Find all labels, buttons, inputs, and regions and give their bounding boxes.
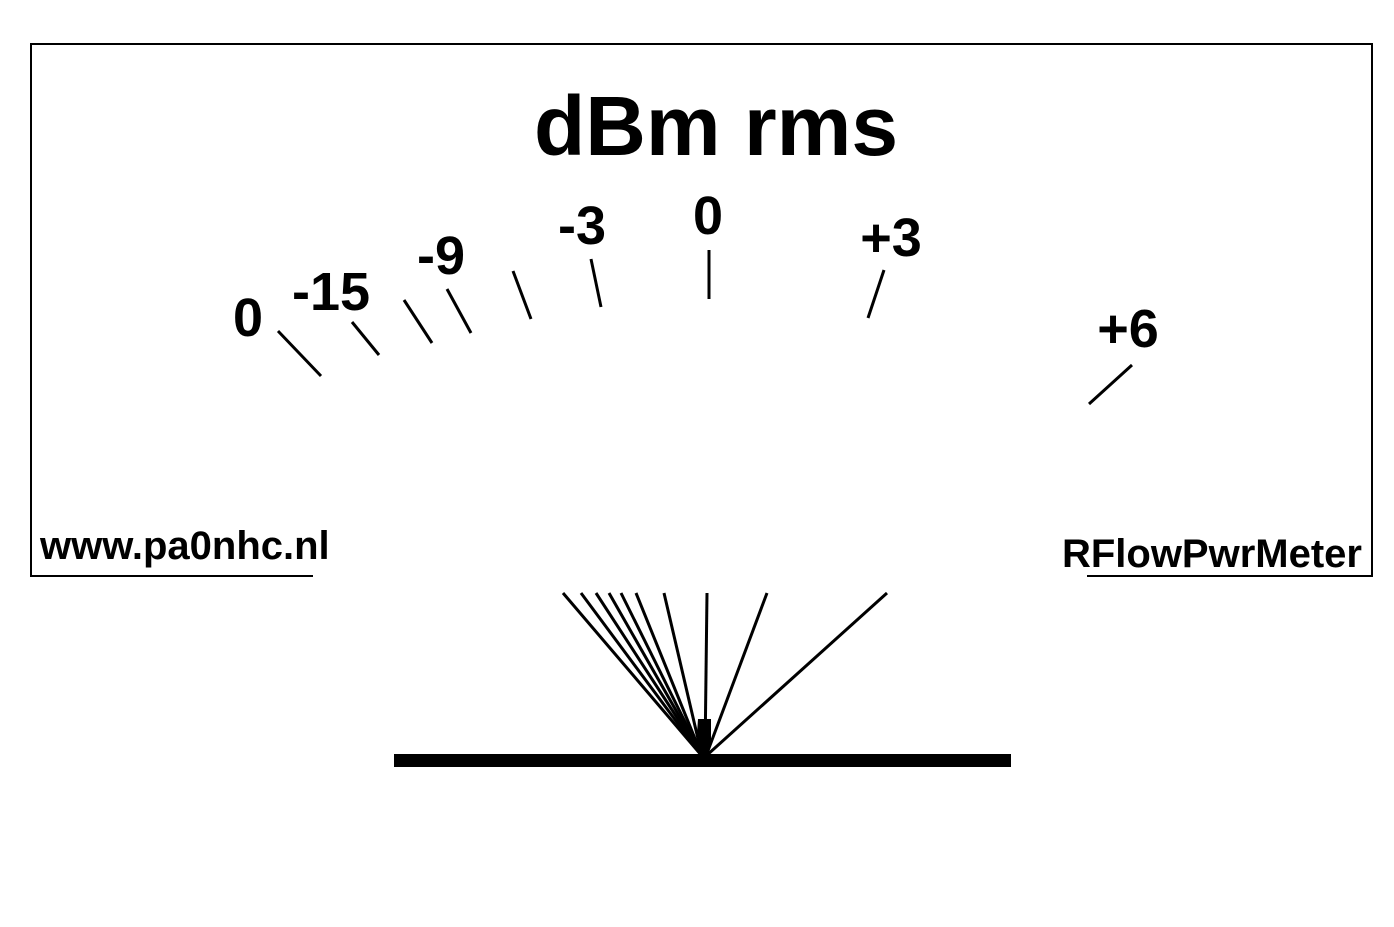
fan-line bbox=[704, 591, 889, 758]
tick-minus-12 bbox=[402, 299, 434, 344]
fan-line bbox=[662, 592, 704, 757]
fan-line bbox=[561, 592, 704, 757]
scale-labels: 0 -15 -9 -3 0 +3 +6 bbox=[233, 186, 1159, 359]
fan-line bbox=[607, 592, 704, 757]
scale-frame bbox=[30, 43, 1373, 577]
scale-label-minus-3: -3 bbox=[558, 196, 606, 256]
scale-label-plus-3: +3 bbox=[860, 208, 922, 268]
tick-plus-6 bbox=[1087, 363, 1134, 406]
tick-minus-9 bbox=[445, 288, 473, 334]
tick-plus-3 bbox=[866, 269, 886, 319]
needle-fan bbox=[561, 591, 889, 758]
frame-left-part bbox=[30, 43, 1373, 577]
fan-line bbox=[579, 592, 704, 757]
scale-label-minus-15: -15 bbox=[292, 262, 370, 322]
scale-ticks bbox=[276, 250, 1134, 406]
fan-line bbox=[634, 592, 704, 757]
fan-line bbox=[594, 592, 704, 757]
tick-minus-3 bbox=[589, 258, 603, 308]
base-bar bbox=[394, 754, 1011, 767]
fan-line bbox=[704, 592, 769, 757]
tick-minus-15 bbox=[350, 321, 381, 356]
scale-label-0-left: 0 bbox=[233, 288, 263, 348]
tick-minus-6 bbox=[511, 270, 533, 320]
tick-0-left bbox=[276, 329, 323, 378]
fan-line bbox=[619, 592, 704, 757]
scale-title: dBm rms bbox=[534, 79, 898, 173]
scale-label-minus-9: -9 bbox=[417, 226, 465, 286]
scale-label-0-center: 0 bbox=[693, 186, 723, 246]
website-label: www.pa0nhc.nl bbox=[39, 524, 330, 568]
scale-label-plus-6: +6 bbox=[1097, 299, 1159, 359]
needle-pivot-marker bbox=[696, 719, 711, 758]
model-label: RFlowPwrMeter bbox=[1062, 532, 1362, 576]
